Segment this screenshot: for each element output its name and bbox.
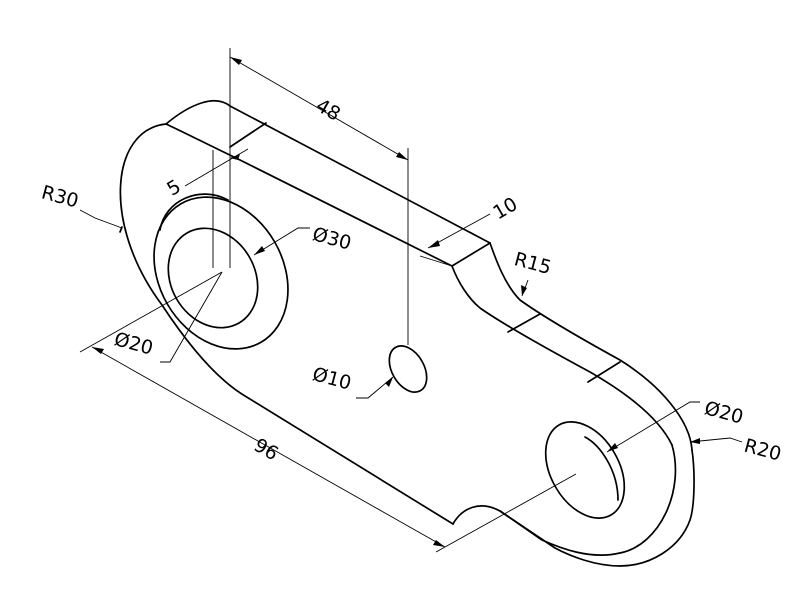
left-end-front-edge <box>119 123 454 525</box>
arrow-96-right <box>433 540 445 547</box>
label-phi30: Ø30 <box>310 223 354 254</box>
ext-line-96-left <box>79 271 223 353</box>
ext-line-96-right <box>435 473 577 553</box>
right-end-back-edge <box>499 449 695 567</box>
label-r20: R20 <box>742 435 784 466</box>
left-end-back-edge <box>165 100 231 125</box>
part-outline <box>119 100 695 567</box>
label-r15: R15 <box>512 248 554 279</box>
right-bore-front <box>544 421 626 519</box>
arrow-96-left <box>92 347 104 354</box>
left-boss-hidden <box>159 193 229 231</box>
ext-line-10a <box>419 255 453 267</box>
top-back-edge <box>229 105 491 244</box>
arrow-phi20-right <box>607 443 618 452</box>
tangent-line-right <box>587 361 621 383</box>
arrow-r15 <box>521 285 527 296</box>
arrow-5 <box>230 154 240 160</box>
dimension-lines <box>79 56 743 548</box>
dim-line-96 <box>91 346 446 548</box>
arrow-r20 <box>690 438 700 444</box>
leader-phi10 <box>356 376 394 399</box>
label-phi10: Ø10 <box>310 363 354 394</box>
right-arm-top-edge <box>451 265 673 446</box>
tangent-line-left <box>229 122 267 148</box>
dimension-labels: 48 5 10 96 R30 R15 R20 Ø30 Ø20 Ø10 Ø20 <box>39 94 784 465</box>
holes <box>153 193 626 519</box>
right-arm-back-edge <box>489 242 693 451</box>
label-48: 48 <box>312 94 344 125</box>
leader-phi20-left <box>160 271 223 363</box>
leader-phi20-right <box>606 401 700 453</box>
right-bore-back <box>584 436 619 501</box>
top-notch <box>451 242 491 267</box>
arrow-48-right <box>396 152 408 160</box>
small-hole <box>388 345 428 393</box>
extension-lines <box>79 48 577 553</box>
leader-r20 <box>689 437 743 443</box>
arrow-10 <box>428 240 440 248</box>
label-phi20-left: Ø20 <box>112 328 156 359</box>
left-boss-inner <box>167 227 259 329</box>
tangent-line-mid <box>507 313 541 333</box>
dim-line-48 <box>229 56 409 161</box>
ext-line-10b <box>469 231 491 244</box>
label-10: 10 <box>489 193 521 224</box>
label-5: 5 <box>163 175 184 200</box>
leader-r30 <box>79 209 123 229</box>
label-phi20-right: Ø20 <box>702 397 746 428</box>
bottom-notch <box>452 505 501 525</box>
leader-phi30 <box>253 227 310 256</box>
arrow-48-left <box>230 57 242 65</box>
arrow-phi10 <box>385 377 393 387</box>
arrow-phi30 <box>254 246 265 255</box>
right-end-front-edge <box>499 444 677 556</box>
dim-line-5 <box>184 148 249 187</box>
label-r30: R30 <box>39 181 81 212</box>
